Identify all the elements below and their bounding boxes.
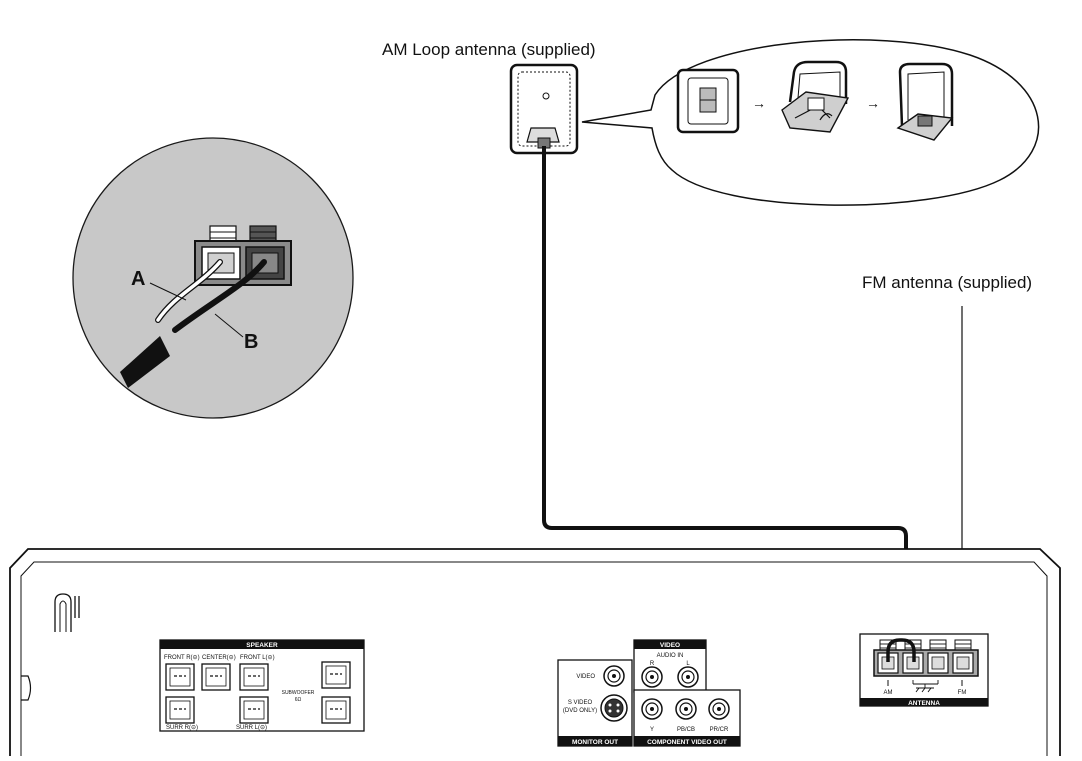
fm-terminal xyxy=(952,652,974,674)
wire-b xyxy=(172,259,267,333)
wire-a xyxy=(156,260,222,322)
am-terminal-2 xyxy=(902,652,924,674)
speaker-terminal-surr-r xyxy=(165,696,195,724)
ground-terminal xyxy=(927,652,949,674)
label-s-video: S VIDEO xyxy=(568,700,593,706)
wire-b-label: B xyxy=(244,331,258,353)
label-dvd-only: (DVD ONLY) xyxy=(563,708,597,714)
assembly-step-3 xyxy=(896,62,954,141)
label-subwoofer-ohm: 6Ω xyxy=(295,697,302,703)
speaker-wire-detail: A B xyxy=(72,137,354,419)
label-component-out: COMPONENT VIDEO OUT xyxy=(647,739,727,746)
s-video-jack xyxy=(600,694,628,722)
step-arrow-1: → xyxy=(752,95,766,111)
label-surr-l: SURR L(⊝) xyxy=(236,725,267,731)
label-surr-r: SURR R(⊝) xyxy=(166,725,198,731)
antenna-terminal-panel: AM FM ANTENNA xyxy=(859,633,989,707)
ground-symbol xyxy=(912,680,939,693)
label-subwoofer: SUBWOOFER xyxy=(282,690,315,696)
speaker-terminal-front-l xyxy=(239,663,269,691)
speaker-terminal-surr-l xyxy=(239,696,269,724)
assembly-step-2 xyxy=(781,60,850,133)
am-terminal-1 xyxy=(877,652,899,674)
speaker-terminal-panel: SPEAKER FRONT R(⊝) CENTER(⊝) FRONT L(⊝) … xyxy=(159,639,365,732)
cable-jacket xyxy=(120,336,170,388)
speaker-terminal-front-r xyxy=(165,663,195,691)
wire-a-label: A xyxy=(131,268,145,290)
antenna-assembly-callout: → → xyxy=(581,39,1040,206)
label-audio-r: R xyxy=(650,661,655,667)
component-pr-jack xyxy=(708,698,730,720)
label-comp-pb: PB/CB xyxy=(677,727,695,733)
assembly-step-1 xyxy=(676,68,740,134)
component-pb-jack xyxy=(675,698,697,720)
video-jack xyxy=(603,665,625,687)
label-fm: FM xyxy=(958,690,967,696)
label-video-jack: VIDEO xyxy=(576,674,595,680)
label-front-l: FRONT L(⊝) xyxy=(240,655,275,661)
label-front-r: FRONT R(⊝) xyxy=(164,655,200,661)
speaker-terminal-center xyxy=(201,663,231,691)
audio-in-r-jack xyxy=(641,666,663,688)
am-wire-loop xyxy=(886,638,916,662)
label-antenna-title: ANTENNA xyxy=(908,700,940,707)
label-am: AM xyxy=(884,690,893,696)
fm-antenna-label: FM antenna (supplied) xyxy=(862,273,1033,292)
audio-in-l-jack xyxy=(677,666,699,688)
am-loop-antenna xyxy=(509,63,579,155)
label-audio-in: AUDIO IN xyxy=(657,653,684,659)
speaker-terminal-subwoofer-b xyxy=(321,696,351,724)
speaker-panel-title: SPEAKER xyxy=(246,642,278,649)
label-monitor-out: MONITOR OUT xyxy=(572,739,618,746)
label-video-title: VIDEO xyxy=(660,642,680,649)
step-arrow-2: → xyxy=(866,95,880,111)
label-center: CENTER(⊝) xyxy=(202,655,236,661)
am-antenna-cable xyxy=(542,146,908,640)
label-audio-l: L xyxy=(686,661,690,667)
speaker-terminal-subwoofer-a xyxy=(321,661,351,689)
am-antenna-label: AM Loop antenna (supplied) xyxy=(382,40,596,59)
label-comp-y: Y xyxy=(650,727,654,733)
video-panel: VIDEO S VIDEO (DVD ONLY) MONITOR OUT VID… xyxy=(557,639,741,747)
label-comp-pr: PR/CR xyxy=(710,727,729,733)
component-y-jack xyxy=(641,698,663,720)
latch-hook xyxy=(54,593,72,632)
